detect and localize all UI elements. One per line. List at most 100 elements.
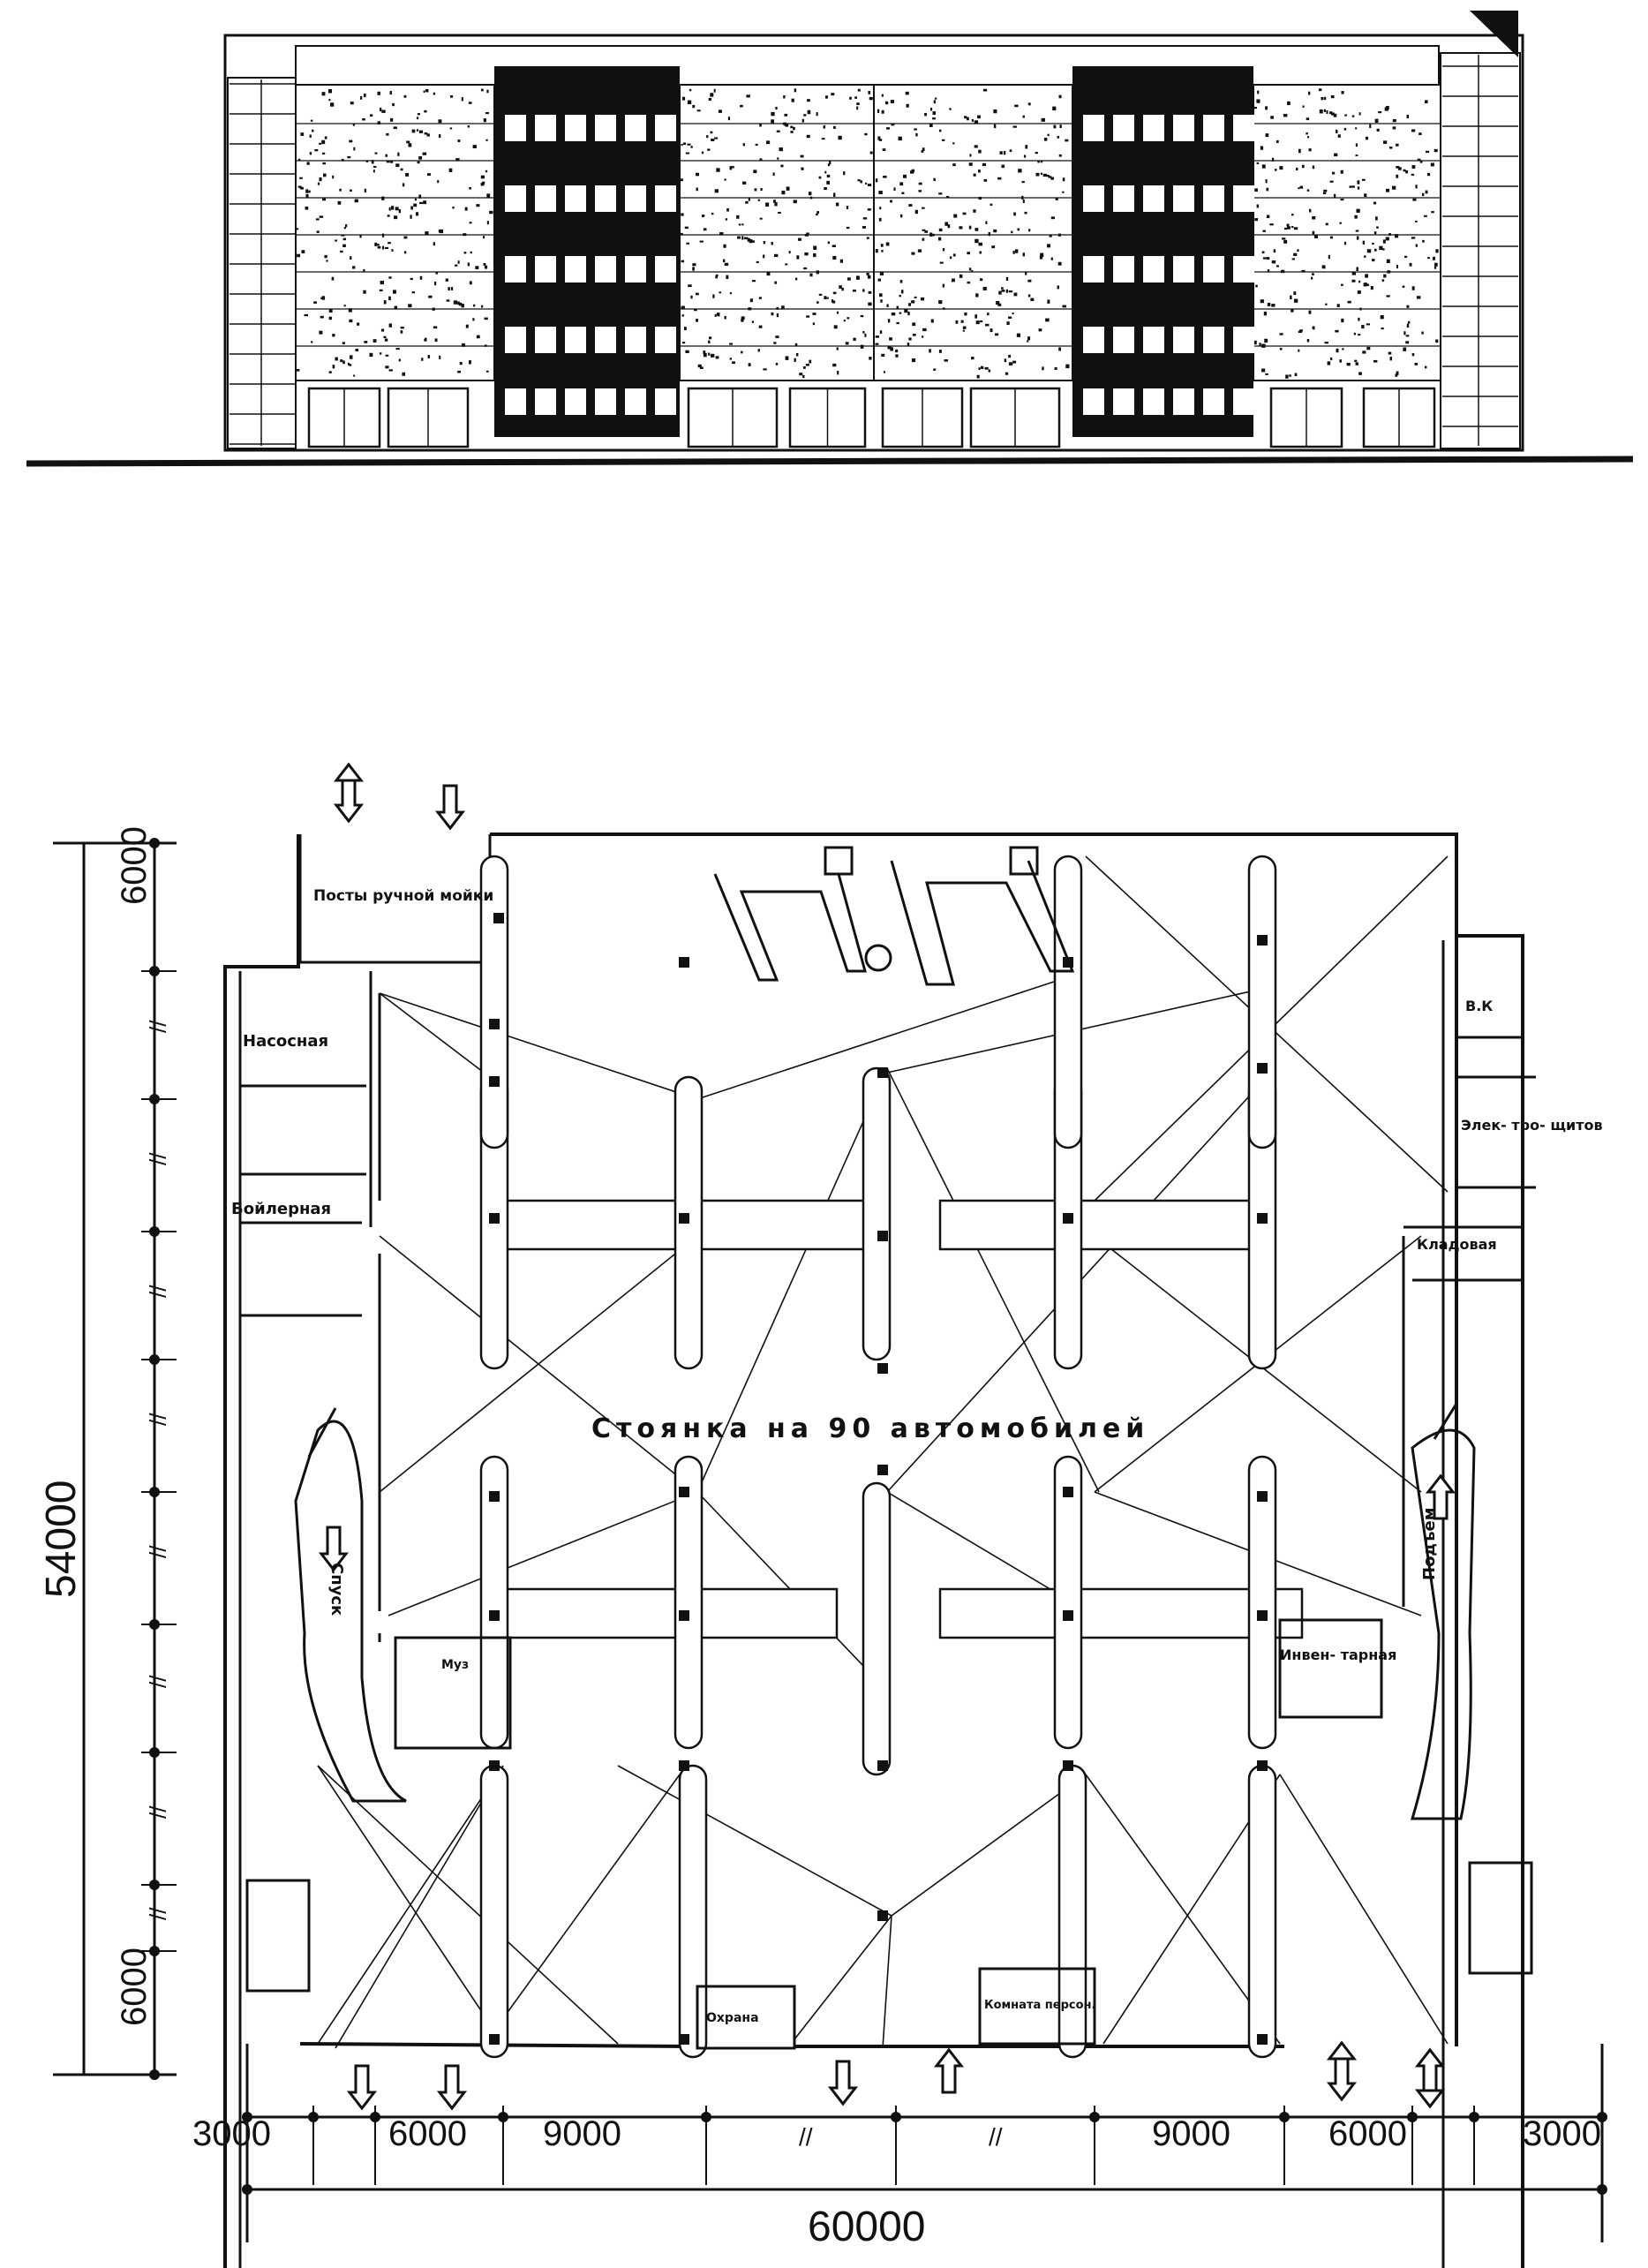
speckle-dot <box>929 108 933 111</box>
speckle-dot <box>1270 116 1274 119</box>
speckle-dot <box>296 368 300 372</box>
speckle-dot <box>1050 257 1053 260</box>
speckle-dot <box>953 214 958 218</box>
speckle-dot <box>468 102 472 104</box>
window-pane <box>655 185 676 212</box>
speckle-dot <box>1425 190 1428 194</box>
window-pane <box>1143 256 1164 283</box>
speckle-dot <box>771 312 774 316</box>
speckle-dot <box>775 335 779 339</box>
speckle-dot <box>684 226 689 230</box>
speckle-dot <box>865 182 868 185</box>
window-pane <box>1173 256 1194 283</box>
tower-cap <box>1470 11 1518 57</box>
speckle-dot <box>424 109 427 113</box>
speckle-dot <box>1426 150 1430 154</box>
speckle-dot <box>1361 178 1366 181</box>
speckle-dot <box>829 161 832 165</box>
speckle-dot <box>1365 274 1368 278</box>
speckle-dot <box>457 139 461 143</box>
speckle-dot <box>1057 233 1061 237</box>
speckle-dot <box>1328 254 1330 260</box>
speckle-dot <box>1256 162 1260 164</box>
speckle-dot <box>773 342 777 344</box>
speckle-dot <box>1027 294 1031 298</box>
speckle-dot <box>943 307 945 310</box>
speckle-dot <box>862 331 865 334</box>
speckle-dot <box>1323 96 1327 101</box>
window-pane <box>565 327 586 353</box>
speckle-dot <box>1065 139 1069 142</box>
speckle-dot <box>1058 154 1062 157</box>
speckle-dot <box>449 127 453 130</box>
speckle-dot <box>690 295 693 299</box>
speckle-dot <box>1333 113 1337 117</box>
beam-arm <box>1247 1455 1277 1750</box>
speckle-dot <box>899 182 904 186</box>
speckle-dot <box>856 102 860 105</box>
speckle-dot <box>975 238 979 244</box>
speckle-dot <box>921 150 924 153</box>
speckle-dot <box>305 189 309 193</box>
column <box>1063 1760 1073 1771</box>
window-pane <box>655 327 676 353</box>
speckle-dot <box>1335 329 1339 333</box>
speckle-dot <box>1283 239 1288 244</box>
speckle-dot <box>915 132 918 137</box>
speckle-dot <box>425 88 429 92</box>
panel-bay <box>1253 84 1441 381</box>
speckle-dot <box>708 340 711 344</box>
speckle-dot <box>1298 148 1301 154</box>
speckle-dot <box>729 358 732 360</box>
speckle-dot <box>453 300 458 305</box>
speckle-dot <box>978 367 981 371</box>
speckle-dot <box>748 197 750 201</box>
speckle-dot <box>1363 255 1366 258</box>
speckle-dot <box>846 206 849 209</box>
speckle-dot <box>1254 188 1258 192</box>
speckle-dot <box>886 127 891 130</box>
speckle-dot <box>1411 352 1415 357</box>
speckle-dot <box>930 319 934 323</box>
dim-left-4: // <box>145 1413 171 1426</box>
speckle-dot <box>428 295 433 298</box>
speckle-dot <box>816 213 818 215</box>
speckle-dot <box>788 251 791 254</box>
speckle-dot <box>297 158 301 162</box>
window-pane <box>1143 185 1164 212</box>
speckle-dot <box>937 237 942 241</box>
speckle-dot <box>967 117 969 121</box>
window-pane <box>1083 256 1104 283</box>
speckle-dot <box>332 365 335 369</box>
speckle-dot <box>461 304 464 308</box>
speckle-dot <box>349 355 353 359</box>
speckle-dot <box>884 371 886 373</box>
speckle-dot <box>1299 185 1303 189</box>
speckle-dot <box>938 228 943 232</box>
speckle-dot <box>959 226 963 230</box>
speckle-dot <box>710 93 714 97</box>
speckle-dot <box>1330 94 1335 99</box>
speckle-dot <box>740 104 743 108</box>
speckle-dot <box>1416 296 1421 299</box>
room-wash: Посты ручной мойки <box>313 887 493 905</box>
speckle-dot <box>681 342 686 344</box>
dim-bottom-1: 6000 <box>388 2114 467 2153</box>
speckle-dot <box>1293 252 1298 256</box>
arrow <box>933 2047 965 2094</box>
speckle-dot <box>738 223 741 226</box>
speckle-dot <box>686 242 689 245</box>
speckle-dot <box>1411 173 1415 176</box>
speckle-dot <box>1398 167 1402 170</box>
speckle-dot <box>1306 338 1310 343</box>
speckle-dot <box>349 364 352 366</box>
speckle-dot <box>423 200 427 205</box>
speckle-dot <box>1059 124 1062 128</box>
speckle-dot <box>1021 195 1024 200</box>
speckle-dot <box>856 106 859 110</box>
speckle-dot <box>837 370 839 375</box>
speckle-dot <box>1005 372 1009 375</box>
speckle-dot <box>980 365 984 369</box>
speckle-dot <box>924 112 928 117</box>
speckle-dot <box>1254 218 1259 222</box>
